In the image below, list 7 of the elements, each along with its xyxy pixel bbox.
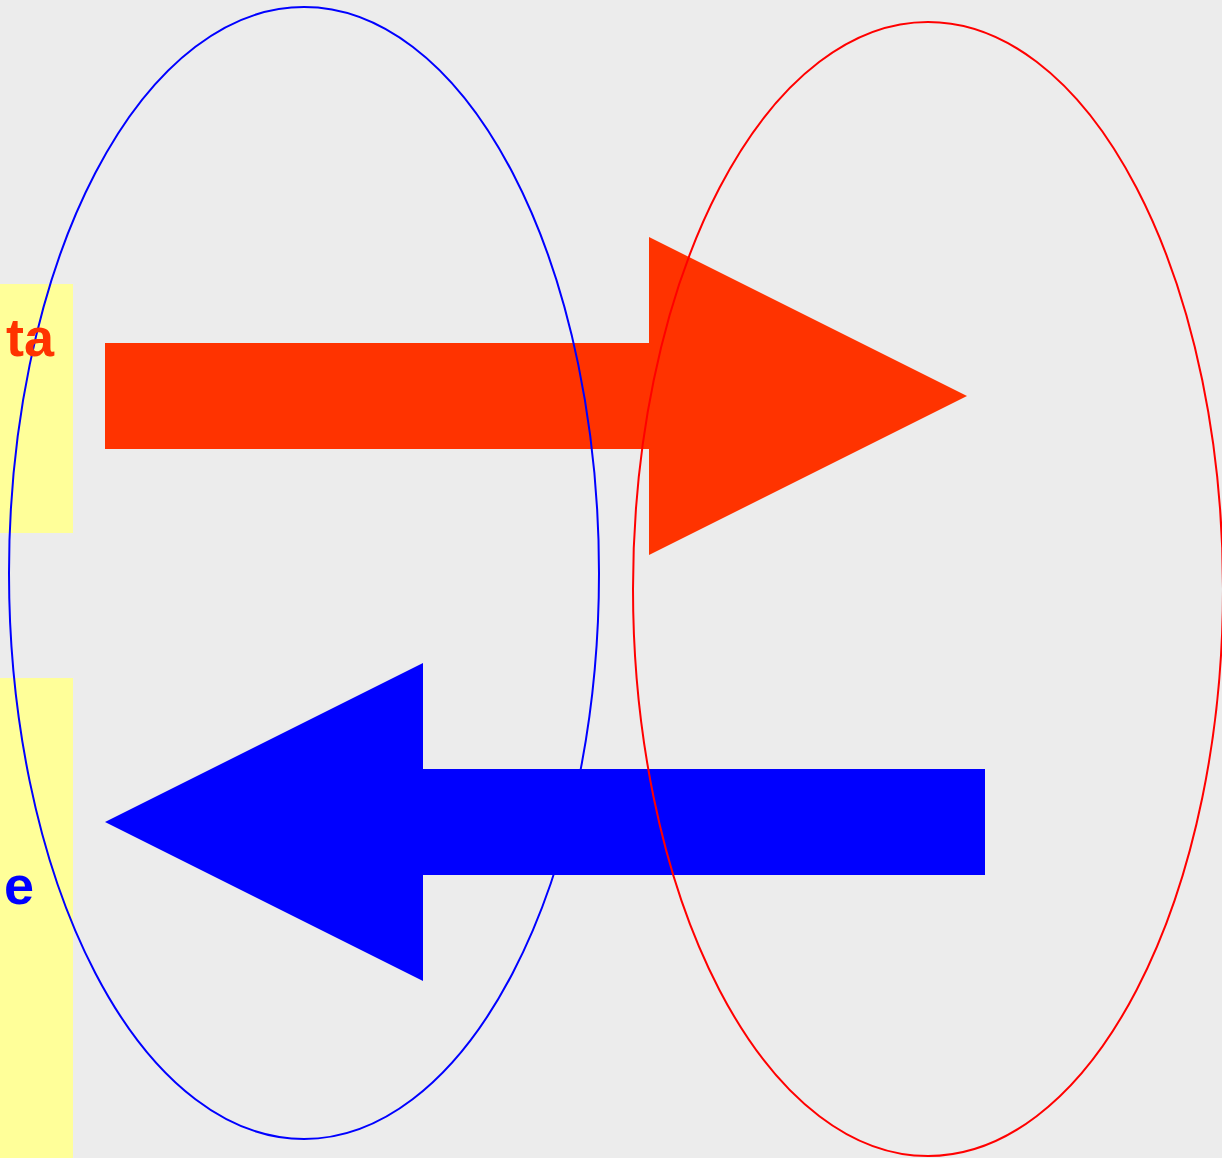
block-arrow	[105, 237, 967, 555]
text-panel	[0, 284, 73, 533]
ellipse-outline	[632, 21, 1222, 1157]
block-arrow	[105, 663, 985, 981]
ellipse-outline	[8, 6, 600, 1140]
label-text: e	[3, 858, 34, 912]
text-panel	[0, 678, 73, 1158]
